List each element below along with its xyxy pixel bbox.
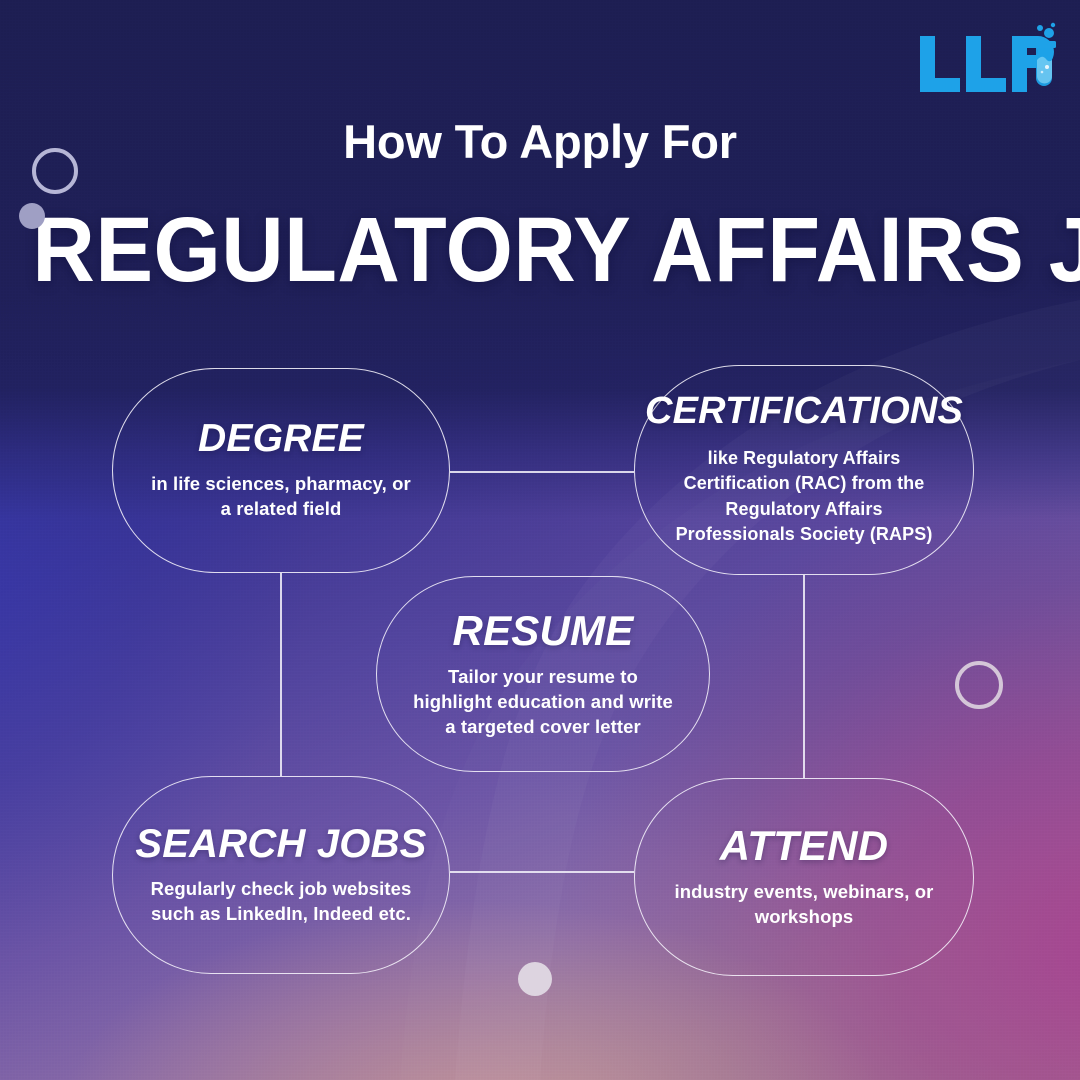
node-degree-title: DEGREE	[198, 417, 364, 461]
connector-certifications-to-attend	[803, 575, 805, 778]
dot-bottom-decoration	[518, 962, 552, 996]
node-degree-description: in life sciences, pharmacy, or a related…	[151, 473, 411, 519]
node-search-jobs-title: SEARCH JOBS	[135, 822, 427, 867]
ring-top-left-decoration	[32, 148, 78, 194]
connector-search-jobs-to-attend	[450, 871, 634, 873]
brand-logo[interactable]	[916, 22, 1056, 108]
connector-degree-to-search-jobs	[280, 573, 282, 776]
node-certifications-description: like Regulatory Affairs Certification (R…	[675, 447, 933, 545]
ring-right-decoration	[955, 661, 1003, 709]
node-certifications[interactable]: CERTIFICATIONS like Regulatory Affairs C…	[634, 365, 974, 575]
dot-top-left-decoration	[19, 203, 45, 229]
node-search-jobs[interactable]: SEARCH JOBS Regularly check job websites…	[112, 776, 450, 974]
page-title: REGULATORY AFFAIRS JOBS?	[32, 199, 1080, 301]
llr-logo-icon	[920, 22, 1056, 92]
node-search-jobs-description: Regularly check job websites such as Lin…	[150, 878, 412, 924]
connector-degree-to-certifications	[450, 471, 634, 473]
node-degree[interactable]: DEGREE in life sciences, pharmacy, or a …	[112, 368, 450, 573]
node-resume-title: RESUME	[452, 606, 634, 654]
page-kicker: How To Apply For	[343, 115, 737, 168]
node-attend-description: industry events, webinars, or workshops	[674, 881, 934, 928]
node-certifications-title: CERTIFICATIONS	[644, 389, 964, 432]
node-attend-title: ATTEND	[719, 821, 889, 869]
node-resume-description: Tailor your resume to highlight educatio…	[413, 665, 673, 737]
node-attend[interactable]: ATTEND industry events, webinars, or wor…	[634, 778, 974, 976]
node-resume[interactable]: RESUME Tailor your resume to highlight e…	[376, 576, 710, 772]
